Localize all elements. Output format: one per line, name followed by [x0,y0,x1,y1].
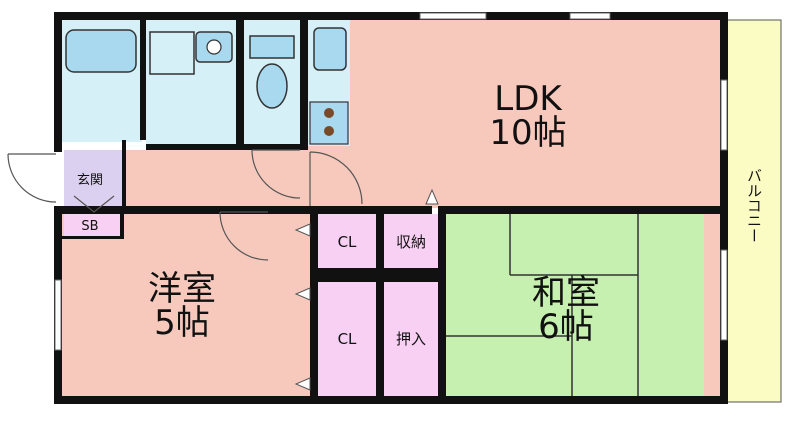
shoe-box-label: SB [81,219,98,234]
closet-bottom-label: CL [338,330,357,348]
balcony-area [726,19,782,403]
balcony-label: バルコニー [745,168,763,243]
storage-floor [384,214,438,268]
closet-door-markers [294,188,439,391]
storage-label: 収納 [396,233,426,251]
japanese-name-label: 和室 [532,273,600,313]
western-size-label: 5帖 [154,303,210,343]
oshiire-floor [384,282,438,398]
entrance-label: 玄関 [77,173,103,188]
tatami-lines [446,214,639,398]
oshiire-label: 押入 [396,330,426,348]
japanese-size-label: 6帖 [538,307,594,347]
door-swings [7,149,363,261]
ldk-size-label: 10帖 [489,113,566,153]
hall-floor [124,150,302,208]
windows [54,12,728,351]
kitchen-sink-icon [313,27,347,71]
shoe-box-icon [73,195,115,213]
ldk-floor [300,18,722,208]
closet-top-label: CL [338,233,357,251]
western-floor [60,210,316,400]
western-name-label: 洋室 [148,269,216,309]
closet-bottom-floor [318,282,376,398]
ldk-name-label: LDK [494,79,563,119]
right-strip-floor [704,212,722,400]
toilet-bowl-icon [256,63,288,109]
toilet-tank-icon [249,35,295,59]
washing-machine-icon [149,31,195,75]
japanese-floor [446,212,704,400]
bathtub-icon [65,29,137,73]
closet-top-floor [318,214,376,268]
shoe-box-floor [64,212,120,236]
